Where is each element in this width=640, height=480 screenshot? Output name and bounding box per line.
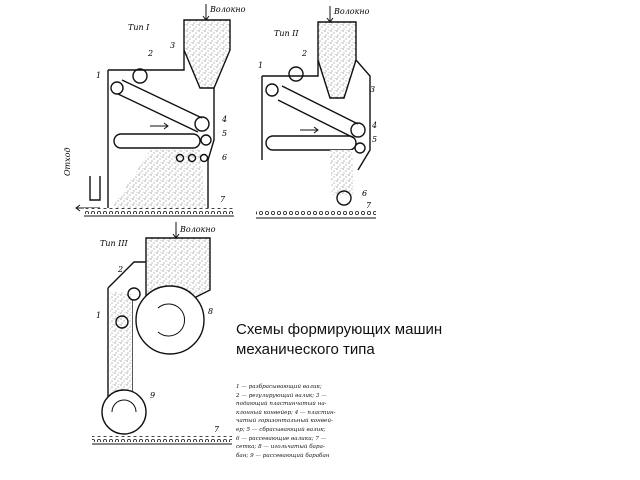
roller-4-type-2: [350, 122, 366, 138]
drum-9-rotation: [111, 399, 137, 413]
scatter-drum-9: [101, 389, 147, 435]
fiber-arrow-type-3: [172, 222, 180, 239]
caption-line-1: Схемы формирующих машин: [236, 321, 443, 338]
legend-line: сетка; 8 — игольчатый бара-: [236, 444, 325, 451]
part-number-1-type-1: 1: [96, 71, 101, 80]
legend-line: 1 — разбрасывающий валик;: [236, 384, 322, 390]
part-number-2-type-1: 2: [147, 49, 153, 58]
horizontal-conveyor-type-1: [113, 133, 201, 149]
type-3-label: Тип III: [100, 239, 129, 248]
drum-8-rotation: [157, 303, 186, 337]
machine-type-2: [256, 6, 376, 219]
roller-1-type-1: [110, 81, 124, 95]
type-2-label: Тип II: [274, 29, 299, 38]
fiber-label-type-1: Волокно: [209, 5, 246, 14]
inclined-conveyor-type-1: [117, 79, 203, 133]
part-number-3-type-1: 3: [170, 41, 175, 50]
fiber-pile-type-1: [112, 150, 206, 208]
fiber-label-type-3: Волокно: [179, 225, 216, 234]
legend-line: бан; 9 — рассевающий барабан: [236, 452, 330, 459]
part-number-6-type-2: 6: [362, 189, 367, 198]
conveyor-arrow-type-2: [300, 126, 319, 134]
caption-line-2: механического типа: [236, 341, 375, 358]
machine-type-3: [92, 222, 232, 445]
mesh-type-2: [256, 210, 376, 216]
part-number-5-type-1: 5: [222, 129, 227, 138]
part-number-7-type-3: 7: [214, 425, 220, 434]
conveyor-arrow-type-1: [150, 122, 169, 130]
hopper-type-1: [183, 19, 231, 89]
caption: Схемы формирующих машин механического ти…: [236, 320, 496, 360]
roller-6a-type-1: [175, 153, 185, 163]
legend-line: ер; 5 — сбрасывающий валик;: [236, 426, 326, 433]
part-number-4-type-2: 4: [371, 121, 377, 130]
type-1-label: Тип I: [128, 23, 150, 32]
part-number-1-type-3: 1: [96, 311, 101, 320]
machine-type-1: [75, 4, 234, 217]
needle-drum-8: [135, 285, 205, 355]
part-number-8-type-3: 8: [208, 307, 213, 316]
parts-legend: 1 — разбрасывающий валик; 2 — регулирующ…: [236, 383, 378, 460]
part-number-2-type-2: 2: [301, 49, 307, 58]
hopper-type-3: [145, 237, 211, 301]
waste-chute: [89, 176, 101, 201]
roller-5-type-2: [354, 142, 366, 154]
roller-4-type-1: [194, 116, 210, 132]
fiber-fall-type-2: [330, 150, 354, 195]
part-number-5-type-2: 5: [372, 135, 377, 144]
horizontal-conveyor-type-2: [265, 135, 357, 151]
legend-line: 2 — регулирующий валик; 3 —: [236, 392, 327, 399]
legend-line: клонный конвейер; 4 — пластин-: [236, 409, 336, 416]
fiber-arrow-type-1: [202, 4, 210, 21]
fiber-column-type-3: [110, 292, 132, 400]
roller-5-type-1: [200, 134, 212, 146]
legend-line: чатый горизонтальный конвей-: [236, 418, 333, 425]
part-number-6-type-1: 6: [222, 153, 227, 162]
mesh-type-1: [84, 208, 234, 214]
part-number-2-type-3: 2: [117, 265, 123, 274]
fiber-arrow-type-2: [326, 6, 334, 23]
fiber-label-type-2: Волокно: [333, 7, 370, 16]
roller-6c-type-1: [199, 153, 209, 163]
inclined-conveyor-type-2: [277, 85, 359, 139]
roller-6b-type-1: [187, 153, 197, 163]
roller-1-type-3: [115, 315, 129, 329]
legend-line: 6 — рассевающие валики; 7 —: [236, 435, 327, 442]
roller-2-type-3: [127, 287, 141, 301]
roller-3-type-1: [132, 68, 148, 84]
part-number-4-type-1: 4: [221, 115, 227, 124]
housing-type-2: [261, 59, 371, 171]
part-number-7-type-2: 7: [366, 201, 372, 210]
part-number-7-type-1: 7: [220, 195, 226, 204]
mesh-type-3: [92, 436, 232, 442]
part-number-1-type-2: 1: [258, 61, 263, 70]
roller-1-type-2: [265, 83, 279, 97]
legend-line: подающий пластинчатый на-: [236, 401, 327, 408]
waste-label: Отход: [63, 147, 72, 176]
part-number-3-type-2: 3: [370, 85, 375, 94]
housing-type-1: [107, 50, 215, 208]
hopper-type-2: [317, 21, 357, 99]
roller-6-type-2: [336, 190, 352, 206]
part-number-9-type-3: 9: [150, 391, 155, 400]
roller-2-type-2: [288, 66, 304, 82]
